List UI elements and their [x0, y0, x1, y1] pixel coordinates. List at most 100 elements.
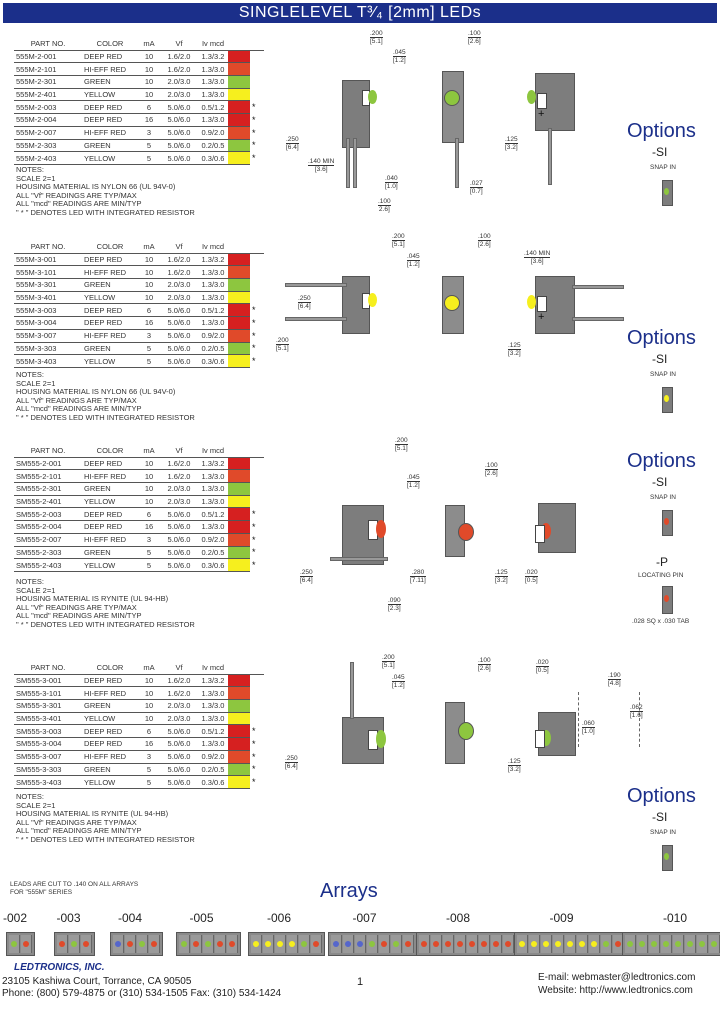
contact-website[interactable]: Website: http://www.ledtronics.com — [538, 985, 693, 996]
color-swatch — [228, 354, 250, 368]
current-ma: 10 — [138, 686, 160, 701]
polarity-plus: + — [538, 311, 545, 323]
array-cell — [697, 935, 708, 953]
dimension-mm: [6.4] — [286, 143, 299, 151]
forward-voltage: 5.0/6.0 — [160, 558, 198, 572]
column-header: Iv mcd — [198, 38, 228, 51]
part-number: SM555-2-003 — [14, 507, 82, 522]
array-label: -003 — [56, 911, 81, 925]
note-line: NOTES: — [16, 370, 44, 379]
forward-voltage: 2.0/3.0 — [160, 699, 198, 713]
rear-led-lens — [527, 295, 536, 309]
color-name: DEEP RED — [82, 674, 138, 688]
resistor-asterisk: * — [252, 764, 256, 775]
company-phone: Phone: (800) 579-4875 or (310) 534-1505 … — [2, 988, 282, 999]
color-name: YELLOW — [82, 712, 138, 726]
color-swatch — [228, 75, 250, 89]
intensity-mcd: 1.3/3.0 — [198, 88, 228, 102]
color-name: GREEN — [82, 75, 138, 89]
forward-voltage: 5.0/6.0 — [160, 775, 198, 789]
array-cell — [467, 935, 478, 953]
current-ma: 16 — [138, 737, 160, 751]
forward-voltage: 5.0/6.0 — [160, 303, 198, 318]
note-line: NOTES: — [16, 577, 44, 586]
color-name: GREEN — [82, 482, 138, 496]
dimension-inch: .200 — [395, 437, 408, 444]
resistor-asterisk: * — [252, 114, 256, 125]
part-number: 555M-2-303 — [14, 139, 82, 153]
part-number: SM555-2-403 — [14, 558, 82, 572]
dimension-label: .060[1.0] — [582, 720, 595, 735]
current-ma: 5 — [138, 546, 160, 560]
forward-voltage: 5.0/6.0 — [160, 316, 198, 330]
dimension-inch: .040 — [385, 175, 398, 182]
forward-voltage: 5.0/6.0 — [160, 100, 198, 115]
note-line: ALL "mcd" READINGS ARE MIN/TYP — [16, 404, 142, 414]
array-cell — [577, 935, 588, 953]
dimension-mm: [3.2] — [508, 765, 521, 773]
color-name: HI-EFF RED — [82, 329, 138, 343]
array-led — [181, 941, 187, 947]
company-address: 23105 Kashiwa Court, Torrance, CA 90505 — [2, 976, 192, 987]
intensity-mcd: 1.3/3.0 — [198, 482, 228, 496]
color-swatch — [228, 507, 250, 522]
intensity-mcd: 0.2/0.5 — [198, 546, 228, 560]
array-led — [357, 941, 363, 947]
array-led — [651, 941, 657, 947]
array-cell — [251, 935, 262, 953]
part-number: SM555-2-301 — [14, 482, 82, 496]
column-header: Vf — [160, 445, 198, 458]
current-ma: 6 — [138, 724, 160, 739]
resistor-asterisk: * — [252, 534, 256, 545]
intensity-mcd: 1.3/3.0 — [198, 686, 228, 701]
array-cell — [503, 935, 514, 953]
array-led — [699, 941, 705, 947]
dimension-mm: [3.2] — [495, 576, 508, 584]
array-led — [405, 941, 411, 947]
dimension-mm: [7.11] — [410, 576, 426, 584]
resistor-asterisk: * — [252, 560, 256, 571]
color-name: DEEP RED — [82, 724, 138, 739]
array-led — [675, 941, 681, 947]
array-cell — [21, 935, 32, 953]
option-code: -SI — [652, 810, 668, 824]
array-cell — [673, 935, 684, 953]
array-cell — [431, 935, 442, 953]
dimension-label: .250[6.4] — [298, 295, 311, 310]
dimension-mm: [5.1] — [382, 661, 395, 669]
column-header: COLOR — [82, 38, 138, 51]
array-led — [115, 941, 121, 947]
array-led — [229, 941, 235, 947]
array-led — [493, 941, 499, 947]
intensity-mcd: 0.5/1.2 — [198, 507, 228, 522]
column-header: COLOR — [82, 445, 138, 458]
snap-in-led — [664, 188, 669, 195]
note-line: ALL "Vf" READINGS ARE TYP/MAX — [16, 602, 137, 612]
color-name: YELLOW — [82, 354, 138, 368]
dimension-label: .250[6.4] — [285, 755, 298, 770]
array-cell — [403, 935, 414, 953]
color-name: GREEN — [82, 699, 138, 713]
dimension-inch: .062 — [630, 704, 643, 711]
column-header: mA — [138, 662, 160, 675]
current-ma: 5 — [138, 151, 160, 165]
array-cell — [419, 935, 430, 953]
dimension-label: .125[3.2] — [505, 136, 518, 151]
contact-email[interactable]: E-mail: webmaster@ledtronics.com — [538, 972, 696, 983]
options-title: Options — [627, 785, 696, 807]
dimension-inch: .190 — [608, 672, 621, 679]
dimension-label: .250[6.4] — [286, 136, 299, 151]
array-cell — [529, 935, 540, 953]
color-name: DEEP RED — [82, 520, 138, 534]
array-led — [505, 941, 511, 947]
part-number: SM555-3-004 — [14, 737, 82, 751]
array-led — [421, 941, 427, 947]
intensity-mcd: 1.3/3.0 — [198, 291, 228, 305]
color-name: HI-EFF RED — [82, 533, 138, 547]
